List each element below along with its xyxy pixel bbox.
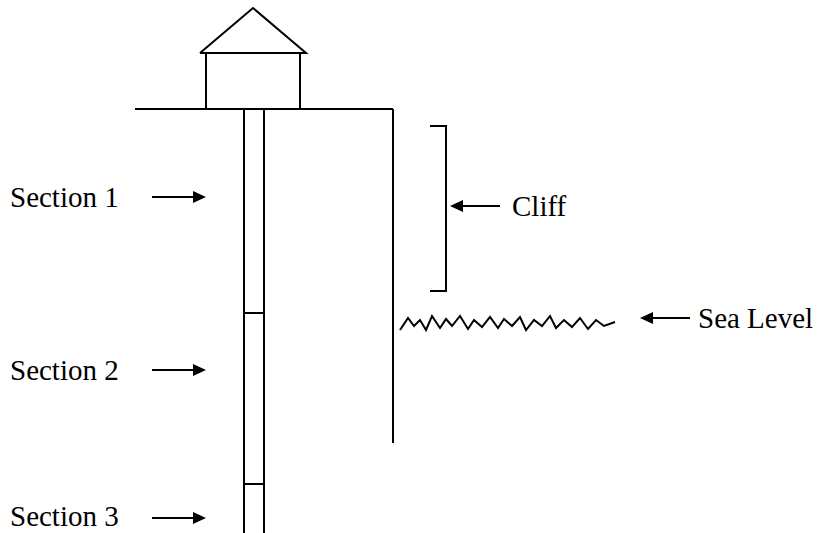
section-label: Section 3 (10, 502, 119, 531)
arrow-head (450, 200, 463, 212)
pipe-wall (263, 109, 265, 533)
leader-arrow (650, 317, 690, 319)
leader-arrow (152, 517, 196, 519)
pipe-wall (243, 109, 245, 533)
cliff-label: Cliff (512, 192, 566, 221)
section-label: Section 2 (10, 356, 119, 385)
section-label: Section 1 (10, 183, 119, 212)
cliff-bracket (430, 126, 446, 291)
house-roof (200, 8, 306, 53)
house-body (206, 53, 300, 109)
section-joint (244, 483, 264, 485)
arrow-head (193, 191, 206, 203)
section-joint (244, 312, 264, 314)
sea-level-label: Sea Level (698, 304, 813, 333)
arrow-head (193, 512, 206, 524)
leader-arrow (152, 369, 196, 371)
arrow-head (640, 312, 653, 324)
arrow-head (193, 364, 206, 376)
leader-arrow (460, 205, 500, 207)
sea-wave (400, 316, 615, 330)
leader-arrow (152, 196, 196, 198)
cliff-face (392, 109, 394, 443)
